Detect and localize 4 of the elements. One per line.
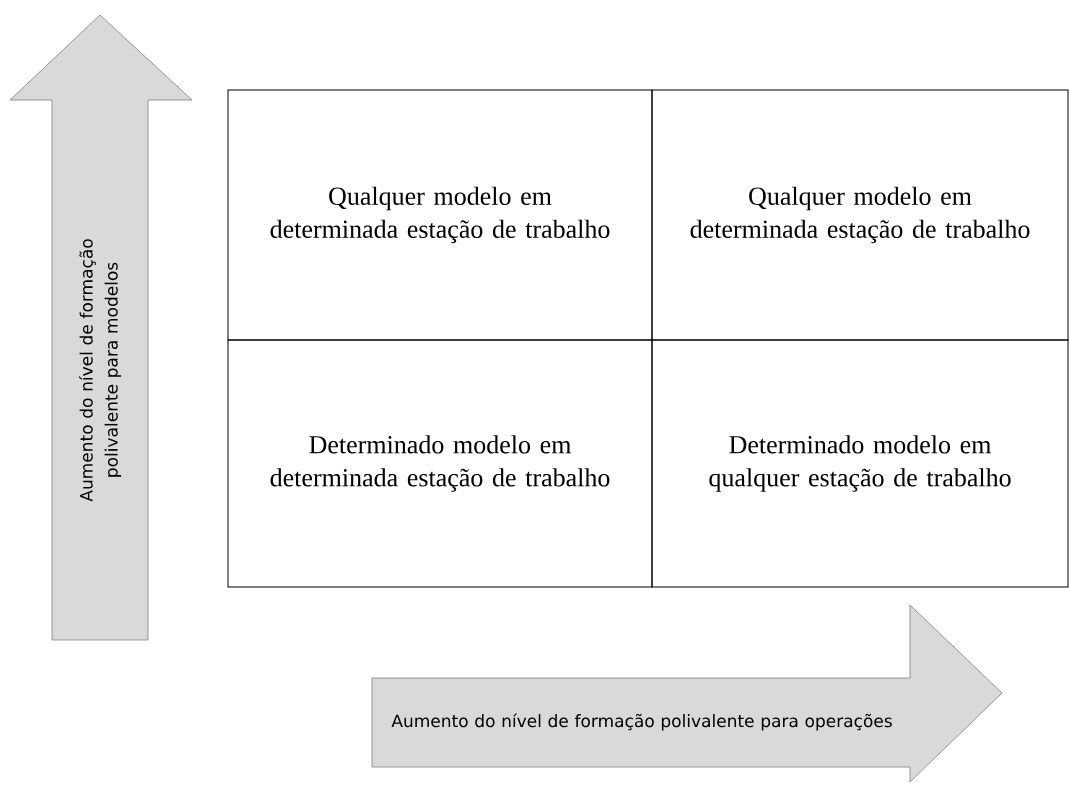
table-cell: Determinado modelo em qualquer estação de trabalho [651,339,1069,588]
table-cell: Determinado modelo em determinada estação de trabalho [227,339,653,588]
table-cell: Qualquer modelo em determinada estação de trabalho [651,89,1069,341]
table-cell: Qualquer modelo em determinada estação de trabalho [227,89,653,341]
